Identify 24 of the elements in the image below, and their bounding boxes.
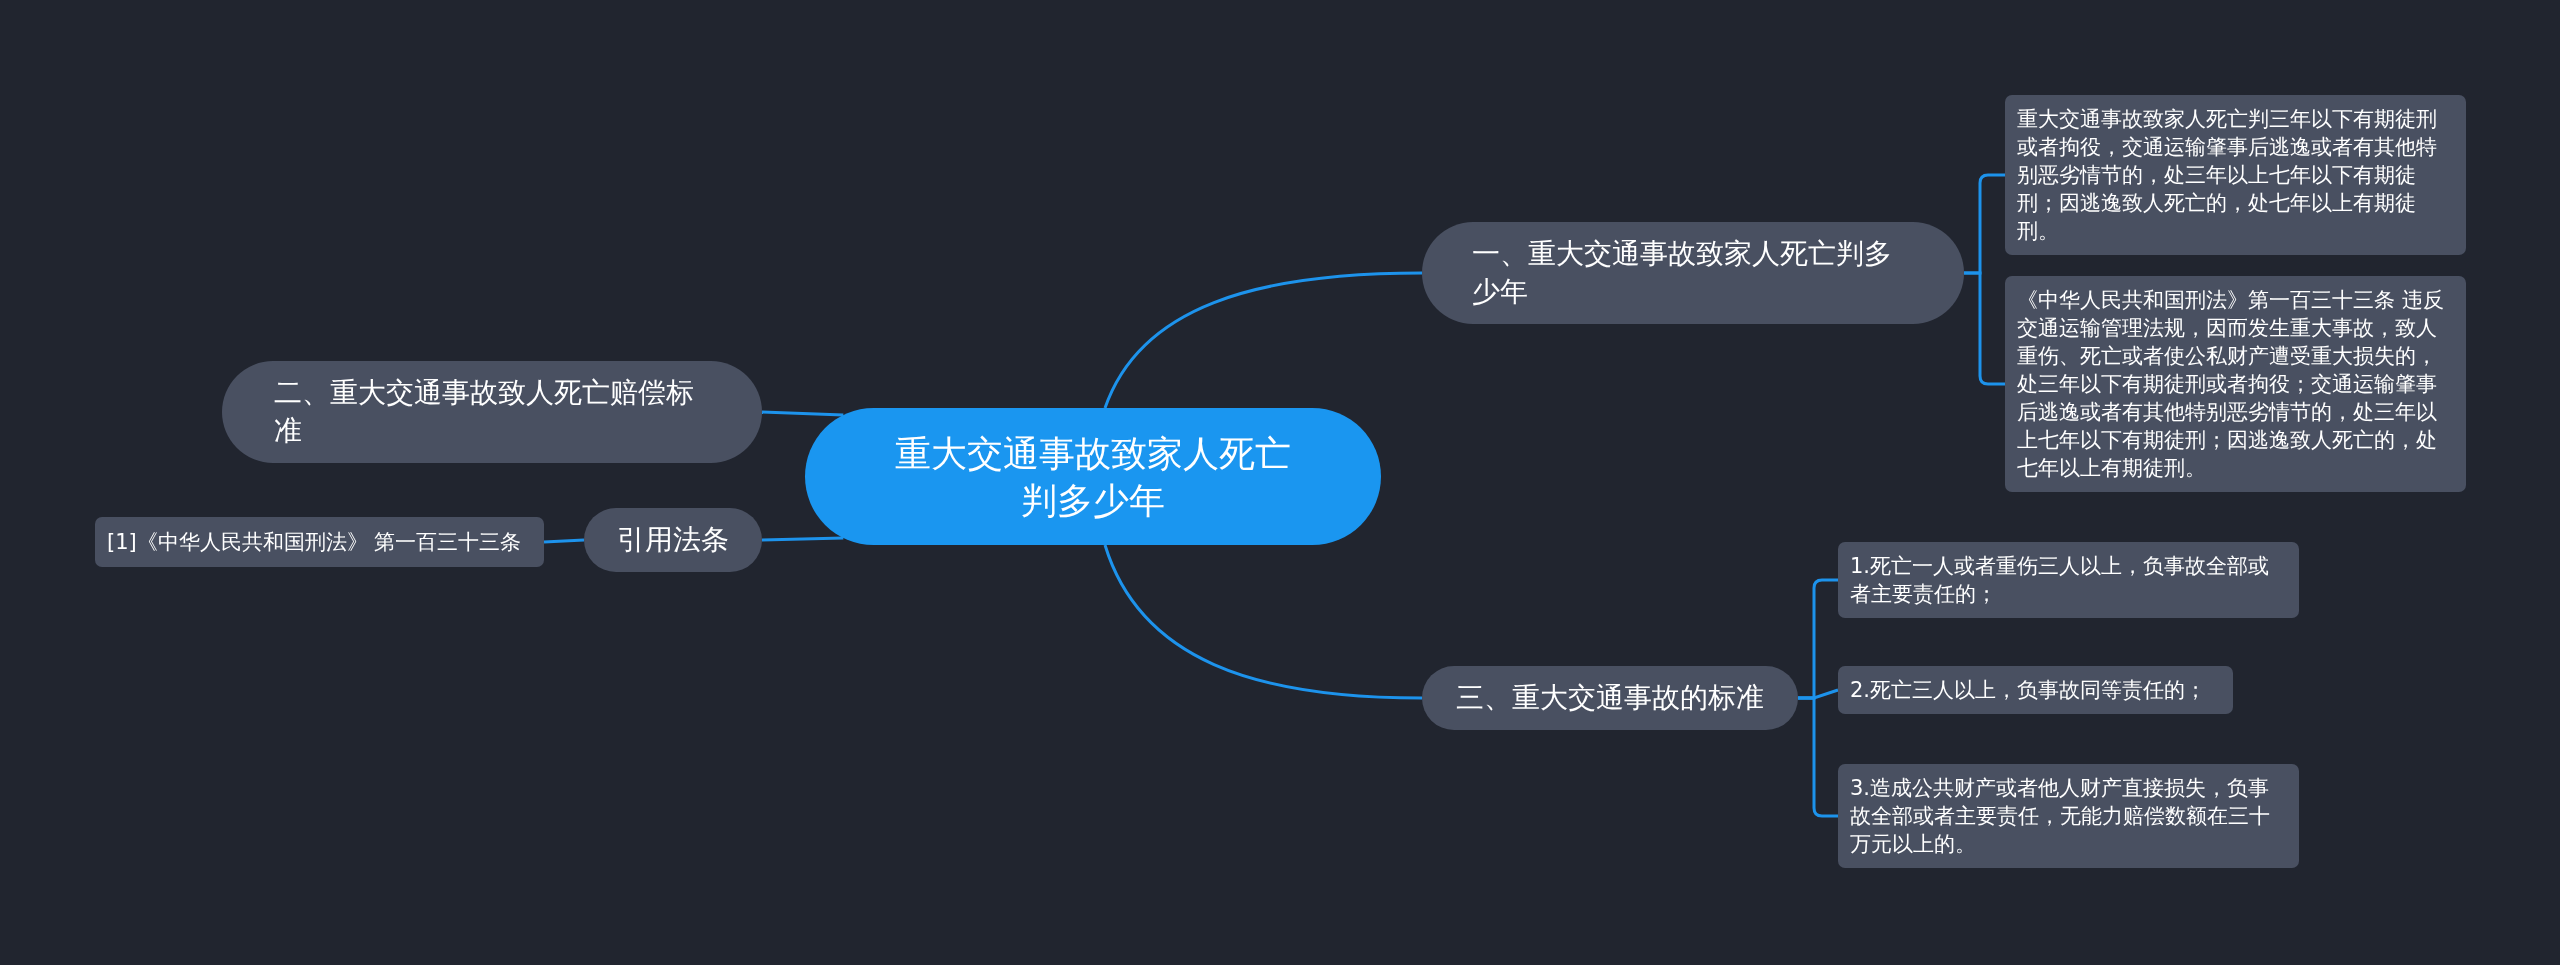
connector-line [1798, 696, 1838, 818]
branch-topic-text: 引用法条 [617, 522, 729, 558]
connector-line [761, 536, 844, 542]
connector-line [1103, 544, 1423, 700]
detail-note-card [1838, 542, 2299, 618]
detail-note-text: 重大交通事故致家人死亡判三年以下有期徒刑或者拘役，交通运输肇事后逃逸或者有其他特别恶劣情节的，处三年以上七年以下有期徒刑；因逃逸致人死亡的，处七年以上有期徒刑。 [2017, 106, 2438, 245]
branch-topic-text: 一、重大交通事故致家人死亡判多少年 [1472, 236, 1893, 310]
detail-note-card [1838, 764, 2299, 868]
branch-topic-text: 二、重大交通事故致人死亡赔偿标准 [274, 375, 695, 449]
connector-line [543, 538, 585, 544]
detail-note-text: 3.造成公共财产或者他人财产直接损失，负事故全部或者主要责任，无能力赔偿数额在三十万元以上的。 [1850, 775, 2271, 858]
reference-card [95, 517, 544, 567]
detail-note-card [2005, 276, 2466, 492]
central-topic-text: 重大交通事故致家人死亡判多少年 [894, 431, 1292, 523]
detail-note-text: 《中华人民共和国刑法》第一百三十三条 违反交通运输管理法规，因而发生重大事故，致人重伤、死亡或者使公私财产遭受重大损失的，处三年以下有期徒刑或者拘役；交通运输肇事后逃逸或者有其他特别恶劣情节的，处三年以上七年以下有期徒刑；因逃逸致人死亡的，处七年以上有期徒刑。 [2017, 287, 2445, 482]
branch-topic-text: 三、重大交通事故的标准 [1456, 680, 1764, 716]
detail-note-card [1838, 666, 2233, 714]
connector-line [761, 410, 844, 417]
reference-text: [1]《中华人民共和国刑法》 第一百三十三条 [107, 529, 523, 556]
detail-note-text: 1.死亡一人或者重伤三人以上，负事故全部或者主要责任的； [1850, 553, 2271, 608]
connector-line [1964, 271, 2005, 386]
detail-note-text: 2.死亡三人以上，负事故同等责任的； [1850, 677, 2208, 704]
detail-note-card [2005, 95, 2466, 255]
connector-line [1103, 271, 1423, 409]
